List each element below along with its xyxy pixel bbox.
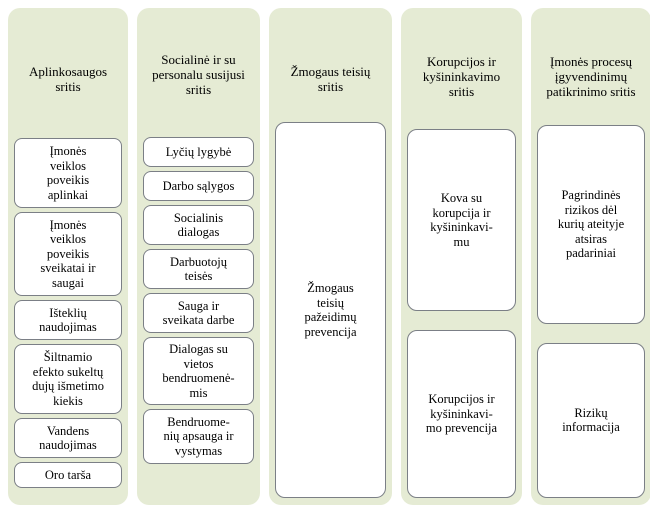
column-zmogaus-teisiu: Žmogaus teisių sritis Žmogaus teisių paž… [269,8,392,505]
node-item[interactable]: Lyčių lygybė [143,137,254,167]
column-node-list: Įmonės veiklos poveikis aplinkai Įmonės … [14,138,122,488]
column-header: Įmonės procesų įgyvendinimų patikrinimo … [546,54,636,99]
column-node-list: Kova su korupcija ir kyšininkavi- mu Kor… [407,129,516,498]
node-item[interactable]: Vandens naudojimas [14,418,122,458]
node-item[interactable]: Oro tarša [14,462,122,488]
node-item[interactable]: Įmonės veiklos poveikis sveikatai ir sau… [14,212,122,296]
node-item[interactable]: Šiltnamio efekto sukeltų dujų išmetimo k… [14,344,122,414]
node-item[interactable]: Kova su korupcija ir kyšininkavi- mu [407,129,516,312]
column-aplinkosaugos: Aplinkosaugos sritis Įmonės veiklos pove… [8,8,128,505]
node-item[interactable]: Socialinis dialogas [143,205,254,245]
column-node-list: Pagrindinės rizikos dėl kurių ateityje a… [537,125,645,498]
column-header: Žmogaus teisių sritis [290,64,371,94]
node-item[interactable]: Korupcijos ir kyšininkavi- mo prevencija [407,330,516,498]
column-node-list: Lyčių lygybė Darbo sąlygos Socialinis di… [143,137,254,464]
node-item[interactable]: Dialogas su vietos bendruomenė- mis [143,337,254,405]
node-item[interactable]: Išteklių naudojimas [14,300,122,340]
node-item[interactable]: Žmogaus teisių pažeidimų prevencija [275,122,386,498]
column-node-list: Žmogaus teisių pažeidimų prevencija [275,122,386,498]
column-imones-procesu: Įmonės procesų įgyvendinimų patikrinimo … [531,8,650,505]
node-item[interactable]: Darbuotojų teisės [143,249,254,289]
node-item[interactable]: Darbo sąlygos [143,171,254,201]
column-socialine: Socialinė ir su personalu susijusi sriti… [137,8,260,505]
column-header: Socialinė ir su personalu susijusi sriti… [152,52,245,97]
node-item[interactable]: Sauga ir sveikata darbe [143,293,254,333]
column-header: Korupcijos ir kyšininkavimo sritis [422,54,501,99]
node-item[interactable]: Rizikų informacija [537,342,645,498]
column-korupcijos: Korupcijos ir kyšininkavimo sritis Kova … [401,8,522,505]
node-item[interactable]: Bendruome- nių apsauga ir vystymas [143,409,254,464]
node-item[interactable]: Įmonės veiklos poveikis aplinkai [14,138,122,208]
node-item[interactable]: Pagrindinės rizikos dėl kurių ateityje a… [537,125,645,324]
column-header: Aplinkosaugos sritis [29,64,107,94]
